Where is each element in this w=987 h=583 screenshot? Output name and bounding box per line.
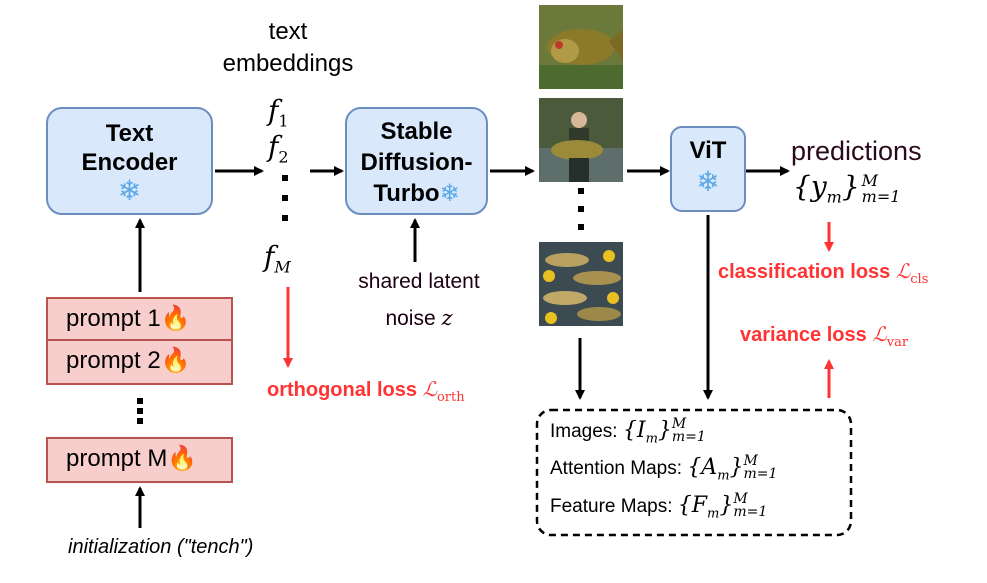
- text-encoder-title-line2: Encoder: [81, 149, 178, 176]
- snowflake-icon: ❄: [696, 166, 720, 197]
- text-encoder-title-line1: Text: [105, 120, 154, 147]
- variance-loss-label: variance loss ℒvar: [740, 322, 909, 350]
- prompt-2-label: prompt 2: [66, 347, 161, 374]
- noise-label: shared latent noise z: [345, 264, 493, 337]
- outputs-box: [535, 408, 853, 537]
- vit-block: ViT ❄: [670, 126, 746, 212]
- noise-line2: noise z: [385, 306, 453, 330]
- sd-turbo-title-line3: Turbo❄: [373, 180, 460, 207]
- flame-icon: 🔥: [160, 305, 191, 332]
- generated-image-1: [539, 5, 623, 89]
- embeddings-title-line1: text: [268, 18, 308, 45]
- noise-line1: shared latent: [358, 270, 480, 293]
- vit-title: ViT: [689, 137, 727, 164]
- generated-image-3: [539, 242, 623, 326]
- prompt-M: prompt M🔥: [46, 437, 233, 483]
- embeddings-title: text embeddings: [190, 16, 386, 80]
- embedding-f2: f2: [268, 130, 289, 167]
- generated-image-2: [539, 98, 623, 182]
- embedding-fM: fM: [264, 240, 291, 277]
- prompt-1-label: prompt 1: [66, 305, 161, 332]
- orthogonal-loss-label: orthogonal loss ℒorth: [267, 377, 465, 405]
- snowflake-icon: ❄: [117, 175, 142, 206]
- embeddings-title-line2: embeddings: [222, 50, 354, 77]
- predictions-label: predictions: [791, 136, 922, 166]
- image-ellipsis: [578, 188, 584, 230]
- sd-turbo-block: Stable Diffusion- Turbo❄: [345, 107, 488, 215]
- prompt-2: prompt 2🔥: [46, 339, 233, 385]
- embedding-ellipsis: [282, 175, 288, 221]
- prompt-M-label: prompt M: [66, 445, 168, 472]
- prompt-1: prompt 1🔥: [46, 297, 233, 341]
- classification-loss-label: classification loss ℒcls: [718, 259, 929, 287]
- snowflake-icon: ❄: [439, 180, 460, 207]
- text-encoder-block: Text Encoder ❄: [46, 107, 213, 215]
- sd-turbo-title-line1: Stable: [380, 118, 453, 145]
- embedding-f1: f1: [268, 94, 289, 131]
- initialization-label: initialization ("tench"): [68, 536, 254, 558]
- sd-turbo-title-line2: Diffusion-: [360, 149, 473, 176]
- flame-icon: 🔥: [167, 445, 198, 472]
- prompt-ellipsis: [137, 398, 143, 424]
- flame-icon: 🔥: [160, 347, 191, 374]
